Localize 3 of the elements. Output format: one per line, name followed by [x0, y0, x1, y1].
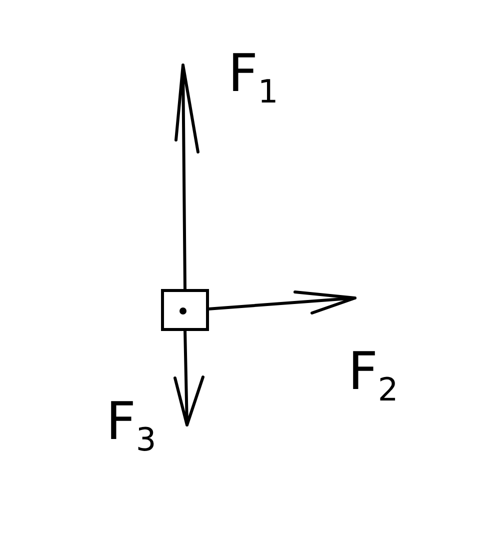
force-label: F$_{1}$ — [228, 48, 278, 108]
force-label: F$_{3}$ — [106, 396, 156, 456]
force-label: F$_{2}$ — [348, 346, 398, 406]
